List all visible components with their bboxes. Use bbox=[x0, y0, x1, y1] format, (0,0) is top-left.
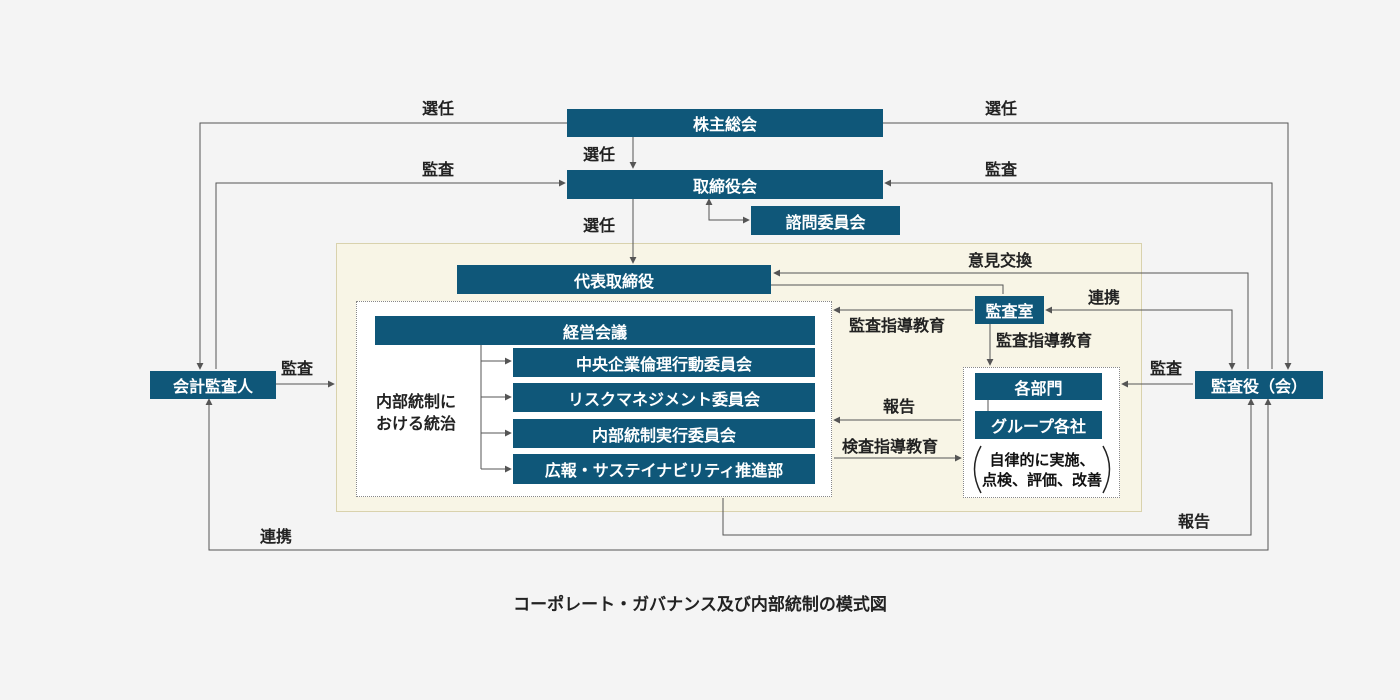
audit-board-box: 監査役（会） bbox=[1195, 371, 1323, 399]
representative-director-box: 代表取締役 bbox=[457, 265, 771, 294]
line-audit-right bbox=[884, 179, 1273, 369]
line-report-bottom bbox=[722, 398, 1255, 536]
label-internal-control-governance: 内部統制に おける統治 bbox=[376, 391, 456, 435]
internal-control-committee-box: 内部統制実行委員会 bbox=[513, 419, 815, 448]
line-audit-left bbox=[215, 179, 566, 369]
label-inspection-guidance: 検査指導教育 bbox=[842, 437, 939, 456]
label-internal-control-line1: 内部統制に bbox=[376, 392, 457, 411]
label-audit-guidance-left: 監査指導教育 bbox=[849, 316, 946, 335]
label-self-check-line2: 点検、評価、改善 bbox=[982, 471, 1103, 489]
line-elect-audit-board bbox=[883, 122, 1292, 370]
line-rep-to-audit-office bbox=[771, 284, 1004, 294]
label-audit-accounting: 監査 bbox=[281, 359, 314, 378]
departments-box: 各部門 bbox=[975, 373, 1102, 400]
label-elect-left: 選任 bbox=[422, 99, 455, 118]
sustainability-dept-box: 広報・サステイナビリティ推進部 bbox=[513, 454, 815, 484]
advisory-committee-box: 諮問委員会 bbox=[751, 206, 900, 235]
label-opinion-exchange: 意見交換 bbox=[968, 251, 1033, 270]
label-report-mid: 報告 bbox=[883, 397, 916, 416]
label-coordination-bottom: 連携 bbox=[260, 527, 293, 546]
line-coordination-bottom bbox=[205, 398, 1272, 551]
label-audit-guidance-down: 監査指導教育 bbox=[996, 331, 1093, 350]
label-elect-right: 選任 bbox=[985, 99, 1018, 118]
label-audit-right-top: 監査 bbox=[985, 160, 1018, 179]
line-elect-accounting-auditor bbox=[196, 122, 567, 370]
label-report-bottom: 報告 bbox=[1178, 512, 1211, 531]
management-meeting-box: 経営会議 bbox=[375, 316, 815, 345]
label-self-check: 自律的に実施、 点検、評価、改善 bbox=[982, 450, 1102, 490]
board-of-directors-box: 取締役会 bbox=[567, 170, 883, 199]
bracket-left-icon bbox=[973, 445, 982, 494]
label-internal-control-line2: おける統治 bbox=[376, 414, 457, 433]
label-audit-to-group: 監査 bbox=[1150, 359, 1183, 378]
group-companies-box: グループ各社 bbox=[975, 411, 1102, 439]
risk-committee-box: リスクマネジメント委員会 bbox=[513, 383, 815, 412]
bracket-right-icon bbox=[1102, 445, 1111, 494]
audit-office-box: 監査室 bbox=[975, 296, 1044, 324]
label-coordination-right: 連携 bbox=[1088, 288, 1121, 307]
line-coordination-right bbox=[1045, 306, 1236, 370]
line-advisory bbox=[705, 198, 750, 224]
ethics-committee-box: 中央企業倫理行動委員会 bbox=[513, 348, 815, 377]
label-elect-board: 選任 bbox=[583, 145, 616, 164]
shareholders-meeting-box: 株主総会 bbox=[567, 109, 883, 137]
label-self-check-line1: 自律的に実施、 bbox=[989, 451, 1095, 469]
diagram-caption: コーポレート・ガバナンス及び内部統制の模式図 bbox=[513, 595, 887, 615]
label-audit-left-top: 監査 bbox=[422, 160, 455, 179]
line-opinion-exchange bbox=[773, 269, 1249, 369]
label-elect-rep: 選任 bbox=[583, 216, 616, 235]
accounting-auditor-box: 会計監査人 bbox=[150, 371, 276, 399]
